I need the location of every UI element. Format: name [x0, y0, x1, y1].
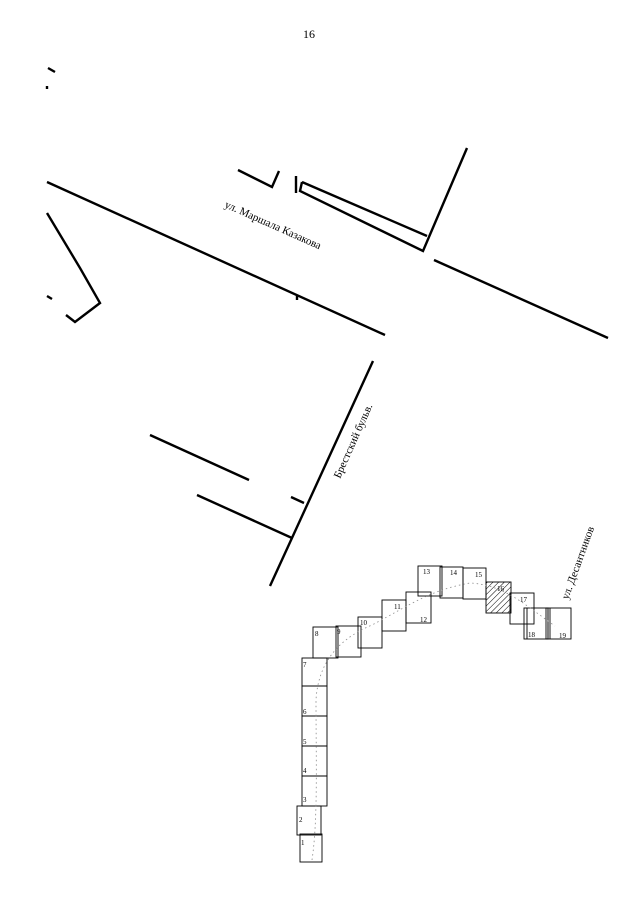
block-numbers: 1 2 3 4 5 6 7 8 9 10 11 12 13 14 15 16 1…: [299, 568, 567, 847]
label-marshala-kazakova: ул. Маршала Казакова: [223, 199, 323, 252]
road-kazakova-north-stub: [237, 168, 281, 189]
block-number-16: 16: [497, 585, 505, 593]
block-number-11: 11: [394, 603, 401, 611]
block-17: [509, 592, 535, 625]
block-number-14: 14: [450, 569, 458, 577]
label-desantnikov: ул. Десантников: [560, 525, 597, 601]
road-brestsky: [268, 360, 375, 587]
block-number-7: 7: [303, 661, 307, 669]
block-number-4: 4: [303, 767, 307, 775]
road-kazakova-east: [433, 258, 609, 340]
block-number-19: 19: [559, 632, 567, 640]
block-number-15: 15: [475, 571, 483, 579]
road-top-left-tick: [47, 66, 56, 74]
road-west-tick: [46, 294, 53, 301]
block-13: [417, 565, 443, 597]
block-8: [312, 626, 339, 659]
dotted-course-line: [311, 582, 556, 861]
block-number-1: 1: [301, 839, 305, 847]
road-kazakova-north-inner: [301, 180, 428, 238]
block-19: [545, 607, 572, 640]
block-number-5: 5: [303, 738, 307, 746]
survey-blocks: [296, 565, 572, 863]
label-brestsky-bulvar: Брестский бульв.: [332, 402, 376, 480]
block-number-10: 10: [360, 619, 368, 627]
block-16: [485, 581, 512, 614]
page-number: 16: [303, 27, 315, 41]
block-number-17: 17: [520, 596, 528, 604]
block-10: [357, 616, 383, 649]
block-number-3: 3: [303, 796, 307, 804]
street-lines: [45, 66, 609, 587]
road-side-lower: [196, 493, 293, 540]
block-number-6: 6: [303, 708, 307, 716]
block-number-2: 2: [299, 816, 303, 824]
block-12: [405, 591, 432, 624]
road-kazakova-south-edge: [46, 180, 386, 337]
road-side-tick: [290, 495, 305, 505]
block-1: [299, 833, 323, 863]
block-number-8: 8: [315, 630, 319, 638]
building-outline-west: [45, 212, 102, 324]
block-number-9: 9: [337, 628, 341, 636]
block-9: [335, 625, 362, 658]
block-number-13: 13: [423, 568, 431, 576]
block-number-12: 12: [420, 616, 428, 624]
road-kazakova-north-edge: [298, 147, 469, 253]
road-side-upper: [149, 433, 250, 482]
block-number-18: 18: [528, 631, 536, 639]
